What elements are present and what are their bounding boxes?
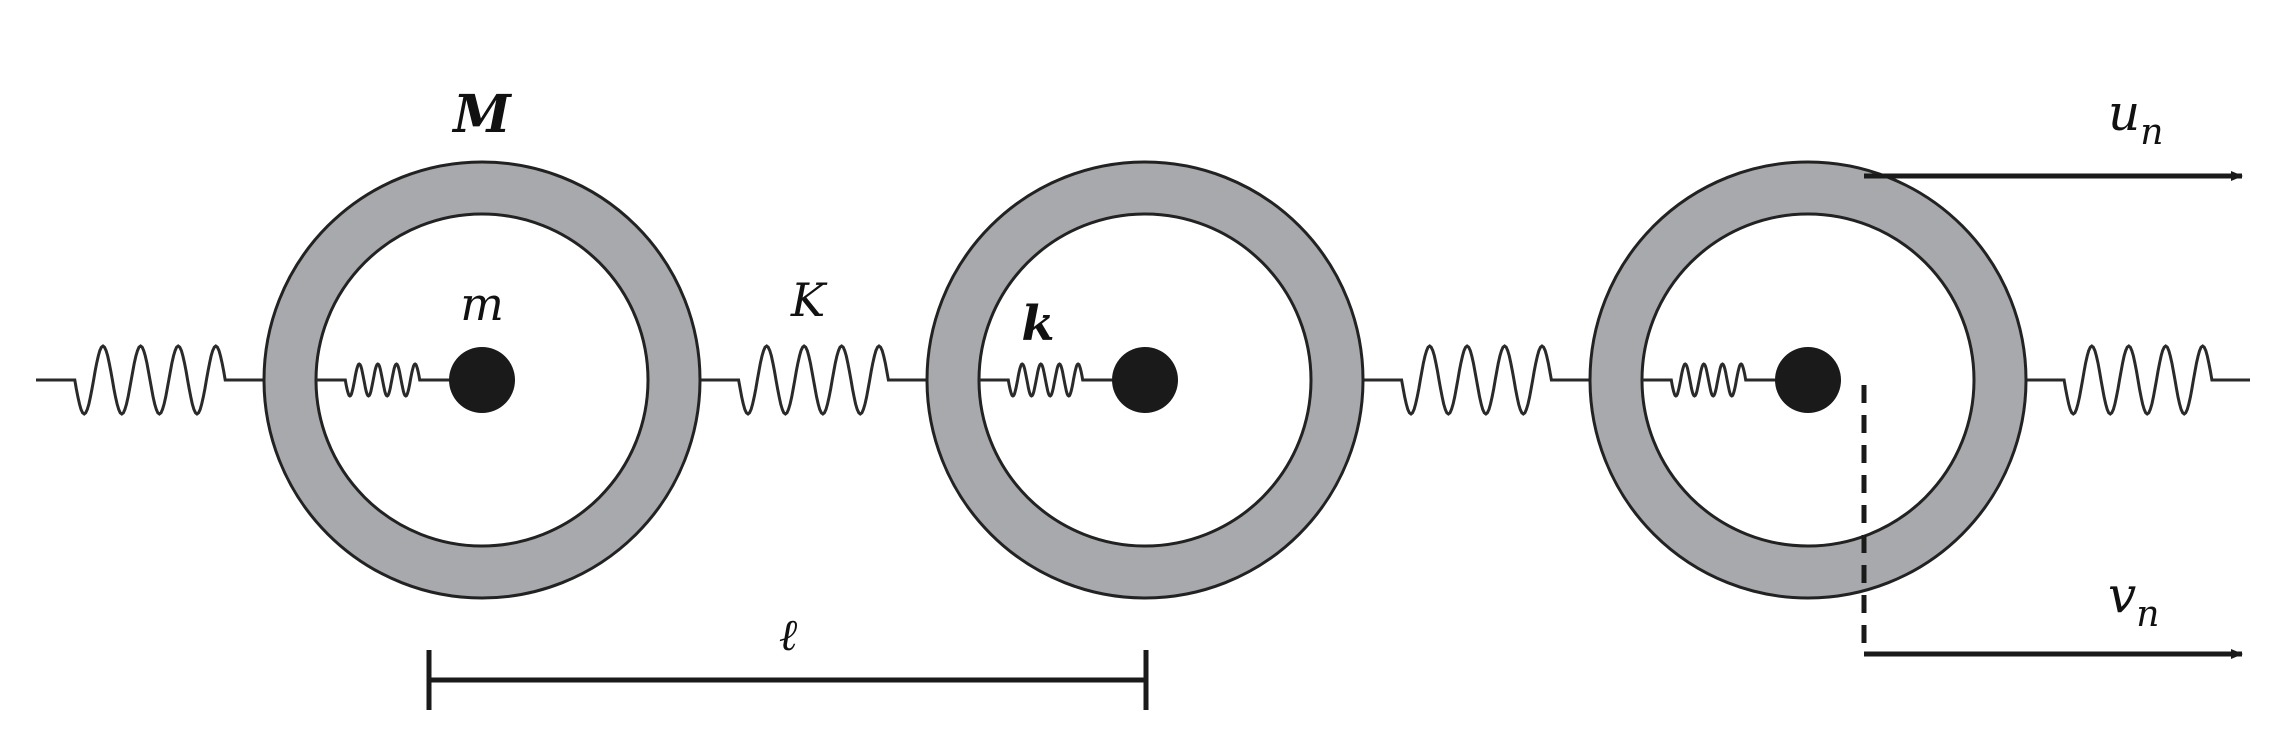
outer-spring-label: K (790, 273, 828, 327)
v-symbol: v (2108, 566, 2136, 624)
u-symbol: u (2108, 84, 2140, 142)
spacing-label: ℓ (779, 610, 798, 661)
mass-unit-1 (262, 160, 702, 600)
outer-mass-label: M (451, 84, 512, 145)
units-group (262, 160, 2028, 600)
inner-mass-label: m (460, 277, 504, 331)
v-subscript: n (2136, 594, 2159, 635)
outer-spring-1 (36, 344, 264, 416)
outer-spring-3 (1363, 344, 1590, 416)
mass-unit-2 (925, 160, 1365, 600)
inner-spring-label: k (1021, 296, 1054, 352)
spacing-dimension-bar (426, 650, 1149, 710)
inner-spring (1642, 362, 1775, 398)
outer-spring-4 (2026, 344, 2250, 416)
u-subscript: n (2140, 112, 2163, 153)
inner-spring (979, 362, 1112, 398)
outer-springs-group (36, 344, 2250, 416)
v-displacement-label: vn (2108, 566, 2159, 635)
outer-spring-2 (700, 344, 927, 416)
inner-core-mass (1775, 347, 1841, 413)
inner-core-mass (1112, 347, 1178, 413)
inner-core-mass (449, 347, 515, 413)
mass-unit-3 (1588, 160, 2028, 600)
inner-spring (316, 362, 449, 398)
u-displacement-label: un (2108, 84, 2163, 153)
